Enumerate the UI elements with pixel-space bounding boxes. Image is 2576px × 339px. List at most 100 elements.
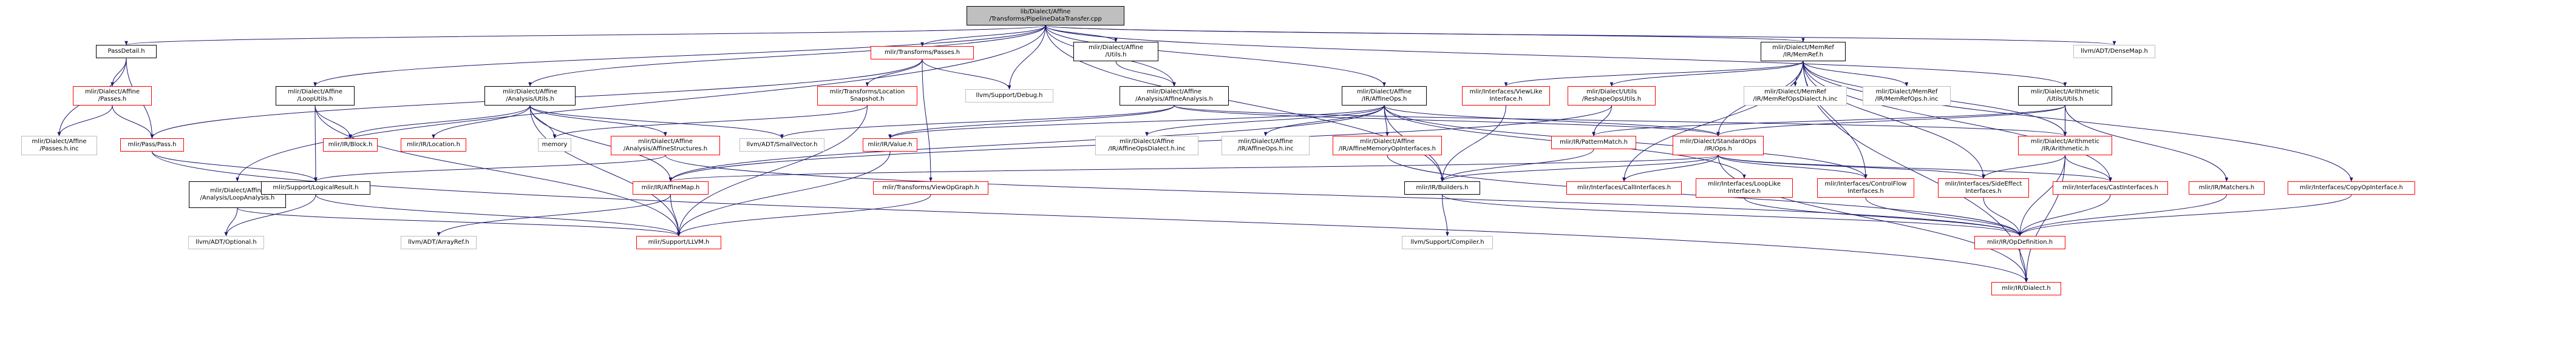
dependency-edge [224, 194, 316, 237]
graph-node-label-line: mlir/IR/OpDefinition.h [1986, 239, 2053, 246]
dependency-edge [1045, 25, 2116, 45]
dependency-edge [314, 155, 666, 182]
graph-node-label-line: mlir/Support/LLVM.h [648, 239, 710, 246]
dependency-edge [57, 105, 113, 136]
dependency-edge [865, 59, 923, 87]
graph-node-label-line: /IR/MemRefOps.h.inc [1875, 96, 1939, 102]
graph-node-label-line: /Passes.h.inc [39, 146, 79, 152]
dependency-edge [922, 59, 1011, 90]
dependency-edge [1174, 105, 1720, 136]
graph-node-label-line: mlir/Dialect/Affine [1119, 138, 1175, 145]
dependency-edge [236, 25, 1046, 182]
dependency-edge [1744, 197, 2022, 237]
graph-node-label-line: mlir/Interfaces/ViewLike [1469, 89, 1543, 95]
graph-node-affineops-inc: mlir/Dialect/Affine/IR/AffineOps.h.inc [1222, 136, 1310, 155]
graph-node-label-line: /Analysis/AffineStructures.h [623, 146, 708, 152]
graph-node-memory: memory [538, 138, 571, 152]
dependency-edge [2019, 249, 2028, 283]
graph-node-memrefops-inc: mlir/Dialect/MemRef/IR/MemRefOps.h.inc [1863, 86, 1951, 106]
graph-node-label-line: mlir/Dialect/MemRef [1875, 89, 1938, 95]
dependency-edge [1865, 197, 2022, 237]
graph-node-irblock: mlir/IR/Block.h [323, 138, 378, 152]
dependency-edge [1440, 105, 1506, 182]
dependency-edge [313, 25, 1046, 87]
dependency-edge [314, 105, 352, 139]
dependency-edge [1592, 105, 2065, 136]
graph-node-label-line: /Transforms/PipelineDataTransfer.cpp [989, 16, 1102, 22]
graph-node-arithmetic: mlir/Dialect/Arithmetic/IR/Arithmetic.h [2018, 136, 2112, 155]
graph-node-label-line: mlir/Transforms/Passes.h [884, 49, 960, 56]
graph-node-llvm-h: mlir/Support/LLVM.h [636, 236, 721, 249]
graph-node-label-line: llvm/ADT/DenseMap.h [2081, 48, 2148, 55]
graph-node-label-line: mlir/IR/Dialect.h [2002, 285, 2051, 292]
graph-node-label-line: mlir/Dialect/Affine [1238, 138, 1293, 145]
dependency-edge [2018, 194, 2227, 237]
graph-node-passdetail[interactable]: PassDetail.h [96, 45, 157, 58]
graph-node-affinestructs: mlir/Dialect/Affine/Analysis/AffineStruc… [611, 136, 720, 155]
graph-node-logicalresult[interactable]: mlir/Support/LogicalResult.h [261, 181, 370, 195]
dependency-edge [922, 59, 933, 182]
graph-node-label-line: /IR/AffineOpsDialect.h.inc [1108, 146, 1186, 152]
graph-node-label-line: mlir/IR/Matchers.h [2198, 184, 2255, 191]
graph-node-label-line: mlir/Dialect/StandardOps [1679, 138, 1757, 145]
graph-node-analysisutils[interactable]: mlir/Dialect/Affine/Analysis/Utils.h [484, 86, 576, 106]
graph-node-arrayref: llvm/ADT/ArrayRef.h [401, 236, 477, 249]
dependency-edge [668, 105, 1385, 182]
graph-node-reshapeops: mlir/Dialect/Utils/ReshapeOpsUtils.h [1568, 86, 1656, 106]
dependency-edge [1982, 155, 2065, 179]
graph-node-memref[interactable]: mlir/Dialect/MemRef/IR/MemRef.h [1761, 42, 1846, 61]
graph-node-root[interactable]: lib/Dialect/Affine/Transforms/PipelineDa… [967, 6, 1124, 25]
graph-node-label-line: mlir/Dialect/Affine [1356, 89, 1412, 95]
graph-node-looputils[interactable]: mlir/Dialect/Affine/LoopUtils.h [276, 86, 355, 106]
graph-node-copyop: mlir/Interfaces/CopyOpInterface.h [2288, 181, 2415, 195]
dependency-edge [1718, 155, 1867, 179]
graph-node-label-line: mlir/Dialect/Affine [32, 138, 87, 145]
graph-node-label-line: mlir/Dialect/Affine [637, 138, 693, 145]
dependency-edge [1007, 25, 1046, 90]
dependency-edge [1803, 61, 2353, 182]
dependency-edge [529, 105, 681, 237]
graph-node-label-line: Interface.h [1727, 188, 1761, 195]
graph-node-arithutils[interactable]: mlir/Dialect/Arithmetic/Utils/Utils.h [2018, 86, 2112, 106]
graph-node-label-line: Interface.h [1489, 96, 1523, 102]
graph-node-label-line: mlir/Dialect/Affine [209, 187, 265, 194]
graph-node-label-line: mlir/Dialect/MemRef [1764, 89, 1826, 95]
dependency-edge [670, 194, 681, 237]
dependency-edge [552, 105, 868, 139]
graph-node-label-line: mlir/Dialect/Affine [1146, 89, 1202, 95]
dependency-edge [1115, 61, 1176, 87]
graph-node-standardops: mlir/Dialect/StandardOps/IR/Ops.h [1673, 136, 1764, 155]
dependency-edge [1716, 105, 2065, 136]
graph-node-affineutils[interactable]: mlir/Dialect/Affine/Utils.h [1073, 42, 1158, 61]
dependency-edge [110, 58, 127, 87]
graph-node-irlocation: mlir/IR/Location.h [401, 138, 466, 152]
graph-node-label-line: /IR/MemRef.h [1782, 52, 1824, 58]
graph-node-affineanalysis[interactable]: mlir/Dialect/Affine/Analysis/AffineAnaly… [1120, 86, 1229, 106]
dependency-edge [677, 105, 868, 237]
dependency-edge [2018, 194, 2111, 237]
graph-node-label-line: /Passes.h [98, 96, 127, 102]
graph-node-label-line: mlir/IR/PatternMatch.h [1559, 139, 1628, 146]
dependency-edge [1442, 194, 2022, 237]
graph-node-affineops[interactable]: mlir/Dialect/Affine/IR/AffineOps.h [1342, 86, 1427, 106]
dependency-edge [1504, 61, 1804, 87]
graph-node-label-line: Interfaces.h [1847, 188, 1884, 195]
graph-node-densemap: llvm/ADT/DenseMap.h [2073, 45, 2155, 58]
dependency-edge [1145, 105, 1385, 136]
dependency-edge [124, 25, 1046, 45]
graph-node-builders[interactable]: mlir/IR/Builders.h [1404, 181, 1480, 195]
graph-node-smallvector: llvm/ADT/SmallVector.h [739, 138, 824, 152]
dependency-edge [888, 105, 1385, 139]
dependency-edge [2018, 155, 2065, 237]
dependency-edge [2018, 194, 2352, 237]
dependency-edge [920, 25, 1046, 47]
graph-node-memrefdialect-inc: mlir/Dialect/MemRef/IR/MemRefOpsDialect.… [1744, 86, 1847, 106]
dependency-edge [1622, 155, 1719, 182]
graph-node-debug: llvm/Support/Debug.h [965, 89, 1053, 102]
graph-node-castinterfaces: mlir/Interfaces/CastInterfaces.h [2053, 181, 2168, 195]
graph-node-label-line: llvm/Support/Compiler.h [1410, 239, 1484, 246]
dependency-edge [1174, 105, 2067, 136]
graph-node-label-line: mlir/Pass/Pass.h [127, 141, 177, 148]
